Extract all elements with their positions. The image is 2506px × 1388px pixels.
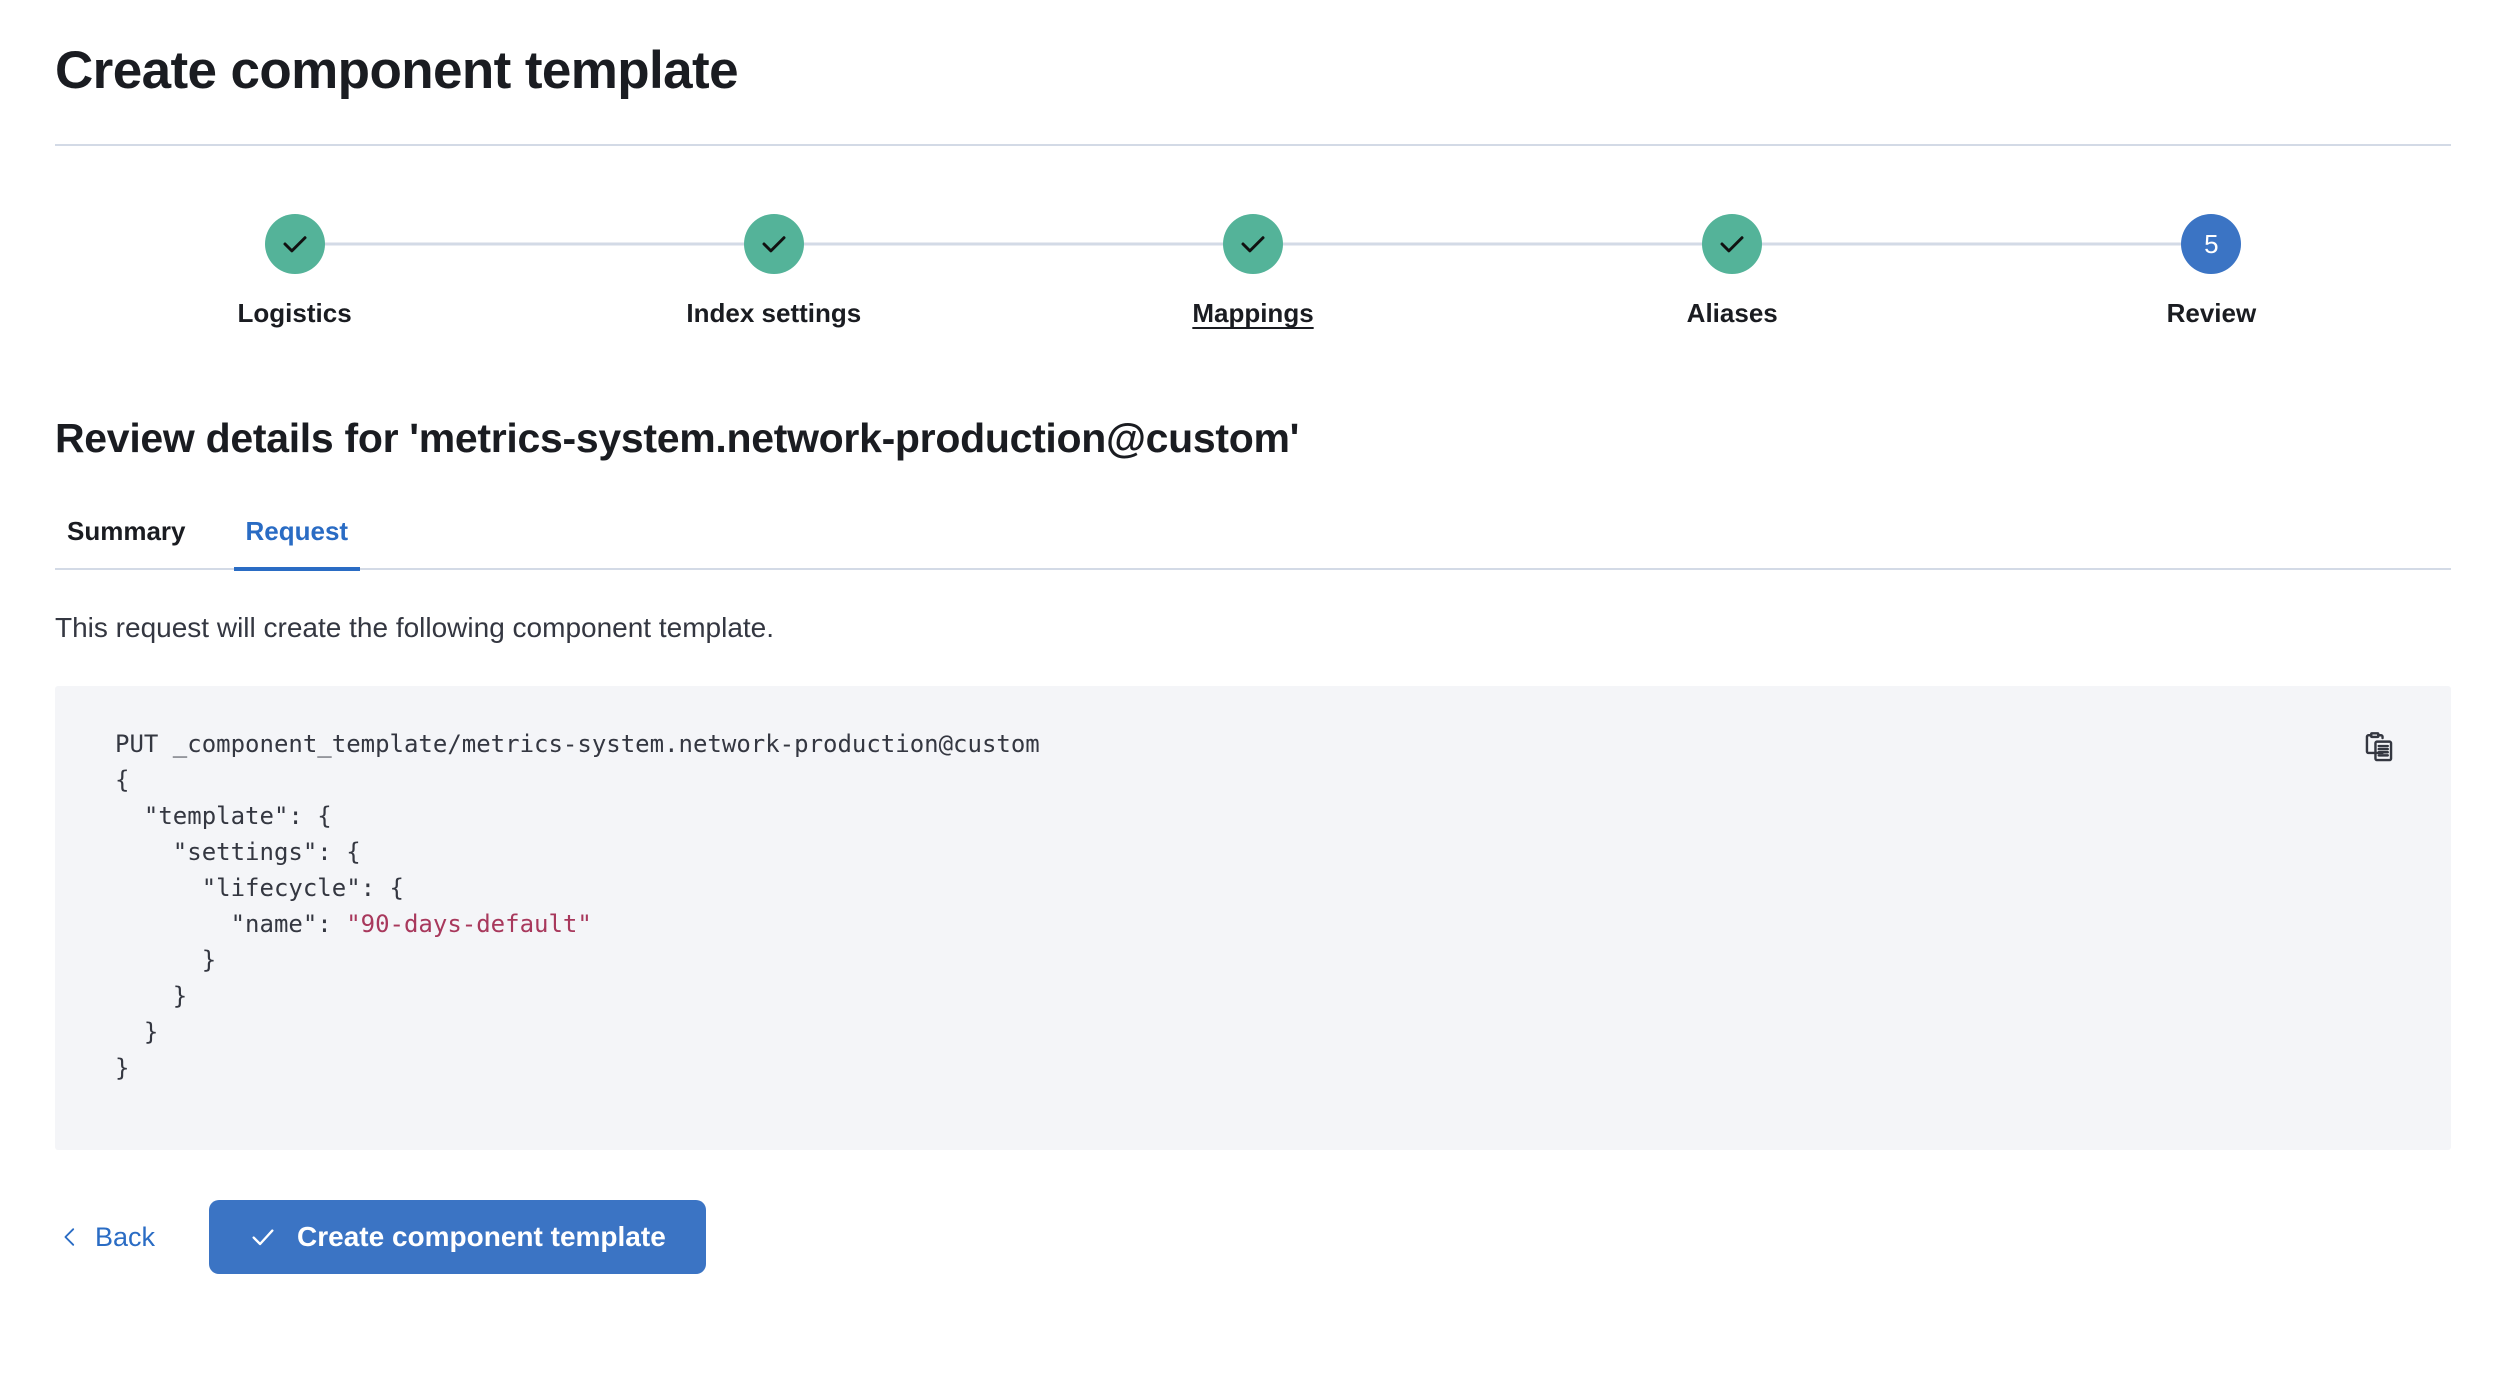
code-line-name-key: "name": (115, 910, 347, 939)
code-line-template: "template": { (115, 802, 332, 831)
check-icon (1241, 236, 1265, 253)
code-line-open-root: { (115, 766, 130, 795)
tab-summary[interactable]: Summary (55, 510, 198, 571)
step-label-mappings[interactable]: Mappings (1192, 298, 1314, 329)
step-connector-row: 5 (1971, 214, 2451, 275)
review-tabs: Summary Request (55, 510, 2451, 572)
step-connector-row (534, 214, 1014, 275)
step-status-complete (1223, 214, 1283, 275)
check-icon (283, 236, 307, 253)
check-icon (252, 1229, 274, 1246)
connector-line-right (1253, 242, 1493, 246)
connector-line-right (773, 242, 1014, 246)
code-line-close-4: } (115, 1054, 130, 1083)
step-status-current: 5 (2181, 214, 2242, 275)
wizard-stepper: Logistics Index settings Mappings (55, 214, 2451, 329)
chevron-left-icon (64, 1228, 75, 1247)
step-status-complete (1702, 214, 1763, 275)
step-status-complete (743, 214, 804, 275)
check-icon (762, 236, 786, 253)
step-aliases[interactable]: Aliases (1492, 214, 1972, 329)
step-label-index-settings[interactable]: Index settings (686, 298, 862, 329)
connector-line-left (1971, 242, 2212, 246)
code-line-close-1: } (115, 946, 217, 975)
step-connector-row (1013, 214, 1493, 275)
footer-actions: Back Create component template (55, 1200, 2451, 1275)
step-mappings[interactable]: Mappings (1013, 214, 1493, 329)
connector-line-left (1013, 242, 1254, 246)
connector-line-left (534, 242, 774, 246)
page-title: Create component template (55, 41, 739, 100)
code-line-close-3: } (115, 1018, 159, 1047)
header-divider (55, 144, 2451, 147)
step-index-settings[interactable]: Index settings (534, 214, 1014, 329)
tab-request[interactable]: Request (233, 510, 361, 572)
code-line-method: PUT _component_template/metrics-system.n… (115, 730, 1040, 759)
connector-line-left (1492, 242, 1733, 246)
check-icon (1720, 236, 1744, 253)
request-code-content: PUT _component_template/metrics-system.n… (115, 726, 2391, 1086)
request-code-block: PUT _component_template/metrics-system.n… (55, 686, 2451, 1151)
step-connector-row (1492, 214, 1972, 275)
step-label-aliases[interactable]: Aliases (1686, 298, 1778, 329)
code-line-name-value: "90-days-default" (346, 910, 592, 939)
step-label-logistics[interactable]: Logistics (237, 298, 352, 329)
step-status-complete (264, 214, 325, 275)
step-logistics[interactable]: Logistics (55, 214, 535, 329)
step-connector-row (55, 214, 535, 275)
back-button-label: Back (95, 1221, 156, 1252)
code-line-settings: "settings": { (115, 838, 361, 867)
back-button[interactable]: Back (55, 1216, 159, 1259)
create-component-template-label: Create component template (297, 1221, 666, 1253)
connector-line-right (294, 242, 535, 246)
connector-line-right (1732, 242, 1972, 246)
copy-to-clipboard-button[interactable] (2359, 728, 2399, 768)
code-line-lifecycle: "lifecycle": { (115, 874, 404, 903)
request-description: This request will create the following c… (55, 612, 775, 644)
step-review[interactable]: 5 Review (1971, 214, 2451, 329)
step-label-review[interactable]: Review (2166, 298, 2257, 329)
clipboard-copy-icon (2365, 732, 2393, 762)
code-line-close-2: } (115, 982, 188, 1011)
review-heading: Review details for 'metrics-system.netwo… (55, 415, 1300, 462)
create-component-template-button[interactable]: Create component template (209, 1200, 706, 1275)
